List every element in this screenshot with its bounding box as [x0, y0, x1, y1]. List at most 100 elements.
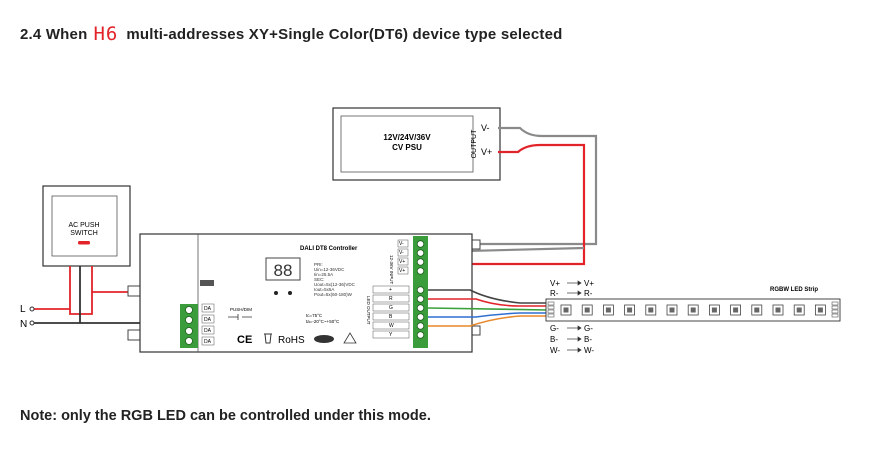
- strip-pin-label: G-: [550, 324, 559, 333]
- dali-label: DA: [204, 339, 212, 345]
- v-plus-wire: [428, 289, 548, 304]
- dali-terminal-labels: DA DA DA DA: [201, 303, 215, 346]
- strip-right-labels: V+ R- G- B- W-: [584, 279, 594, 355]
- weee-icon: [264, 333, 272, 344]
- output-terminal-label: W: [389, 323, 394, 329]
- live-terminal: [29, 306, 35, 312]
- led-chip-core: [584, 307, 590, 313]
- psu-voltage: 12V/24V/36V: [383, 133, 431, 142]
- dali-terminal-screws: [185, 306, 193, 345]
- green-channel-wire: [427, 307, 549, 311]
- output-terminal-screws: [416, 240, 425, 339]
- led-output-label: LED OUTPUT: [366, 296, 371, 325]
- output-terminal-label: B: [389, 314, 393, 320]
- output-terminal-labels: + R G B W Y: [372, 285, 410, 339]
- ac-push-switch: AC PUSH SWITCH: [42, 185, 131, 267]
- neutral-terminal: [29, 320, 35, 326]
- strip-pin-label: G-: [584, 324, 593, 333]
- input-label: 12-36V INPUT: [389, 255, 394, 285]
- segment-display-value: 88: [274, 261, 293, 280]
- output-terminal-label: G: [389, 305, 393, 311]
- temp-ta: ta=-20°C~+50°C: [306, 319, 340, 324]
- negative-supply-wire: [428, 126, 598, 246]
- psu-v-plus: V+: [481, 147, 492, 157]
- red-channel-wire: [428, 298, 548, 307]
- ce-mark: CE: [237, 334, 252, 346]
- footer-note: Note: only the RGB LED can be controlled…: [20, 408, 431, 424]
- led-chip-core: [817, 307, 823, 313]
- strip-pin-label: B-: [550, 335, 558, 344]
- psu-label: CV PSU: [392, 143, 422, 152]
- strip-left-labels: V+ R- G- B- W-: [550, 279, 560, 355]
- strip-pin-label: R-: [550, 289, 559, 298]
- mains-neutral-label: N: [20, 319, 27, 330]
- mode-code-display: H6: [93, 23, 119, 45]
- strip-title: RGBW LED Strip: [770, 287, 818, 293]
- switch-symbol-icon: [200, 280, 214, 286]
- dali-terminal-block: [180, 304, 198, 348]
- output-terminal-label: Y: [389, 332, 393, 338]
- dali-logo-icon: [314, 335, 334, 343]
- input-terminal-label: V+: [399, 259, 405, 265]
- spec-line: Iout=5x5A: [314, 287, 334, 292]
- push-symbol-icon: [228, 314, 252, 320]
- led-chip-core: [627, 307, 633, 313]
- input-terminal-labels: V- V- V+ V+: [397, 239, 409, 275]
- warning-icon: [343, 332, 357, 344]
- white-channel-wire: [428, 315, 548, 327]
- strip-pin-label: R-: [584, 289, 593, 298]
- led-chip-core: [690, 307, 696, 313]
- led-chip-core: [796, 307, 802, 313]
- psu-v-minus: V-: [481, 123, 490, 133]
- spec-line: PRI:: [314, 262, 323, 267]
- title-suffix: multi-addresses XY+Single Color(DT6) dev…: [126, 26, 563, 43]
- spec-line: SEC:: [314, 277, 325, 282]
- strip-pin-label: W-: [550, 346, 560, 355]
- switch-label-line1: AC PUSH: [68, 222, 99, 229]
- dali-label: DA: [204, 306, 212, 312]
- mains-live-label: L: [20, 304, 26, 315]
- led-chip-core: [733, 307, 739, 313]
- page-title: 2.4 When H6 multi-addresses XY+Single Colo…: [20, 22, 563, 45]
- strip-pads-right: [831, 301, 839, 318]
- led-chip-core: [648, 307, 654, 313]
- led-strip: V+ R- G- B- W- V+ R- G- B- W- RGBW LED S…: [545, 279, 841, 355]
- dali-controller: DALI DT8 Controller 88 PRI: Uin=12-36VDC…: [127, 233, 481, 353]
- controller-title: DALI DT8 Controller: [300, 246, 358, 252]
- rohs-mark: RoHS: [278, 335, 305, 346]
- strip-pin-label: B-: [584, 335, 592, 344]
- temp-tc: tc=75°C: [306, 313, 323, 318]
- led-output-wires: [427, 289, 549, 327]
- strip-pin-label: W-: [584, 346, 594, 355]
- blue-channel-wire: [428, 312, 548, 318]
- button-right: [288, 291, 292, 295]
- input-terminal-label: V-: [399, 250, 404, 256]
- spec-line: Iin=25.5A: [314, 272, 333, 277]
- switch-label-line2: SWITCH: [70, 230, 98, 237]
- output-terminal-label: R: [389, 296, 393, 302]
- strip-pin-label: V+: [584, 279, 594, 288]
- dali-label: DA: [204, 317, 212, 323]
- led-chip-core: [669, 307, 675, 313]
- output-terminal-label: +: [389, 287, 392, 293]
- input-terminal-label: V-: [399, 241, 404, 247]
- controller-specs: PRI: Uin=12-36VDC Iin=25.5A SEC: Uout=5x…: [314, 262, 356, 297]
- switch-indicator: [78, 241, 90, 245]
- spec-line: Uout=5x(12-36)VDC: [314, 282, 356, 287]
- strip-arrows: [567, 280, 582, 353]
- spec-line: Pout=5x(60-180)W: [314, 292, 353, 297]
- spec-line: Uin=12-36VDC: [314, 267, 345, 272]
- led-chip-core: [605, 307, 611, 313]
- led-chip-core: [711, 307, 717, 313]
- dali-label: DA: [204, 328, 212, 334]
- psu-output-label: OUTPUT: [471, 129, 478, 159]
- strip-pin-label: V+: [550, 279, 560, 288]
- led-chip-core: [563, 307, 569, 313]
- psu-unit: 12V/24V/36V CV PSU OUTPUT V- V+: [332, 107, 501, 181]
- strip-led-row: [560, 304, 826, 316]
- button-left: [274, 291, 278, 295]
- title-prefix: 2.4 When: [20, 26, 88, 43]
- led-chip-core: [754, 307, 760, 313]
- input-terminal-label: V+: [399, 268, 405, 274]
